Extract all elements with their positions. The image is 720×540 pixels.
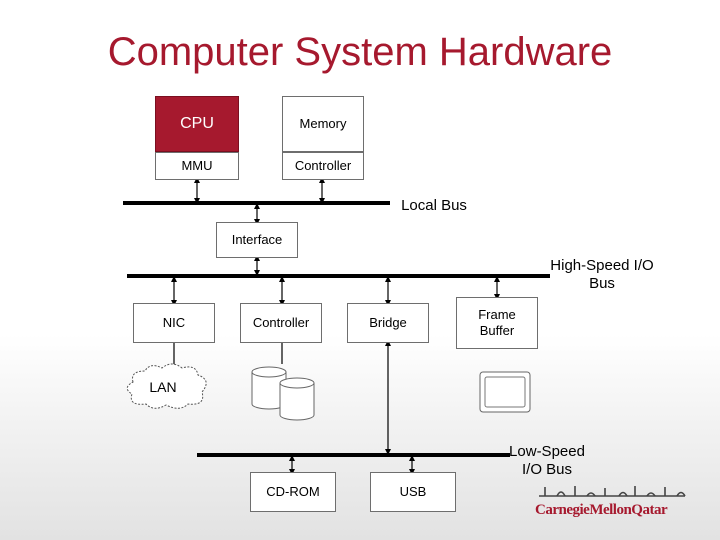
- disk-icon: [251, 366, 287, 410]
- slide-title: Computer System Hardware: [107, 30, 613, 74]
- frame-buffer-box: Frame Buffer: [456, 297, 538, 349]
- interface-box: Interface: [216, 222, 298, 258]
- monitor-icon: [479, 371, 531, 413]
- lan-cloud-shape: [126, 363, 207, 409]
- local-bus-label: Local Bus: [401, 197, 467, 214]
- disk-icon: [279, 377, 315, 421]
- nic-box: NIC: [133, 303, 215, 343]
- memory-controller-box: Controller: [282, 152, 364, 180]
- memory-box: Memory: [282, 96, 364, 152]
- arabic-wordmark-icon: [539, 486, 686, 497]
- disk-controller-box: Controller: [240, 303, 322, 343]
- usb-box: USB: [370, 472, 456, 512]
- logo-wordmark: CarnegieMellonQatar: [535, 502, 668, 518]
- bridge-box: Bridge: [347, 303, 429, 343]
- cmu-qatar-logo: CarnegieMellonQatar: [535, 482, 690, 522]
- cdrom-box: CD-ROM: [250, 472, 336, 512]
- lan-label: LAN: [149, 379, 177, 395]
- high-speed-bus-label: High-Speed I/O Bus: [550, 257, 654, 292]
- mmu-box: MMU: [155, 152, 239, 180]
- low-speed-bus-label: Low-Speed I/O Bus: [509, 443, 585, 478]
- cpu-box: CPU: [155, 96, 239, 152]
